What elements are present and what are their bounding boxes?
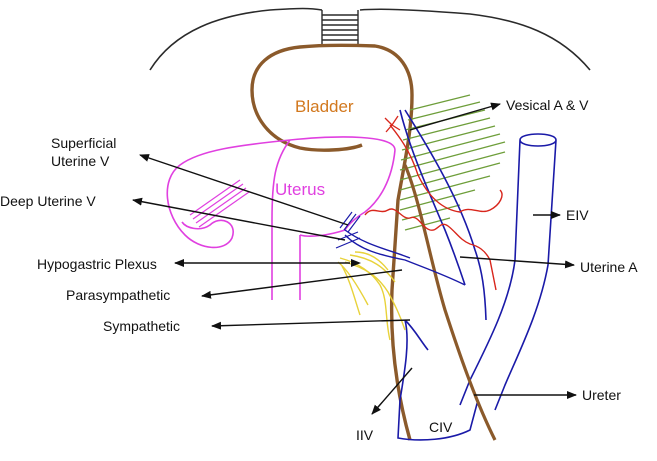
eiv-vessel [459,133,557,411]
iiv-arrow [371,367,413,415]
deep-uterine-label: Deep Uterine V [0,193,96,209]
ureter-label: Ureter [582,387,621,403]
pelvis-outline [149,7,591,71]
civ-vessel [397,319,479,441]
vesical-branches [384,115,401,133]
deep-uterine-arrow [132,197,346,241]
sympathetic-label: Sympathetic [103,318,180,334]
fallopian-tube [189,179,250,228]
parasympathetic-arrow [201,269,403,299]
civ-label: CIV [429,419,453,435]
uterine-a-label: Uterine A [580,259,638,275]
hypogastric-plexus-label: Hypogastric Plexus [37,256,157,272]
uterus-label: Uterus [275,180,325,199]
bladder-shape [250,43,414,441]
vein-blue-2 [404,109,487,321]
parasympathetic-label: Parasympathetic [66,287,170,303]
vein-blue-1 [399,109,466,286]
bladder-label: Bladder [295,97,354,116]
ureter-line [403,164,497,441]
sympathetic-arrow [211,319,411,330]
vein-blue-3 [344,229,466,286]
uterus-shape [166,136,396,300]
superficial-uterine-label-line2: Uterine V [51,153,110,169]
eiv-label: EIV [566,207,589,223]
superficial-uterine-arrow [139,154,349,226]
iiv-label: IIV [356,427,374,443]
vesical-label: Vesical A & V [506,97,589,113]
vesical-arrow [409,102,501,131]
superficial-uterine-label-line1: Superficial [51,135,116,151]
uterine-a-arrow [459,256,575,269]
urethra [321,10,359,46]
uterine-artery [364,124,503,291]
